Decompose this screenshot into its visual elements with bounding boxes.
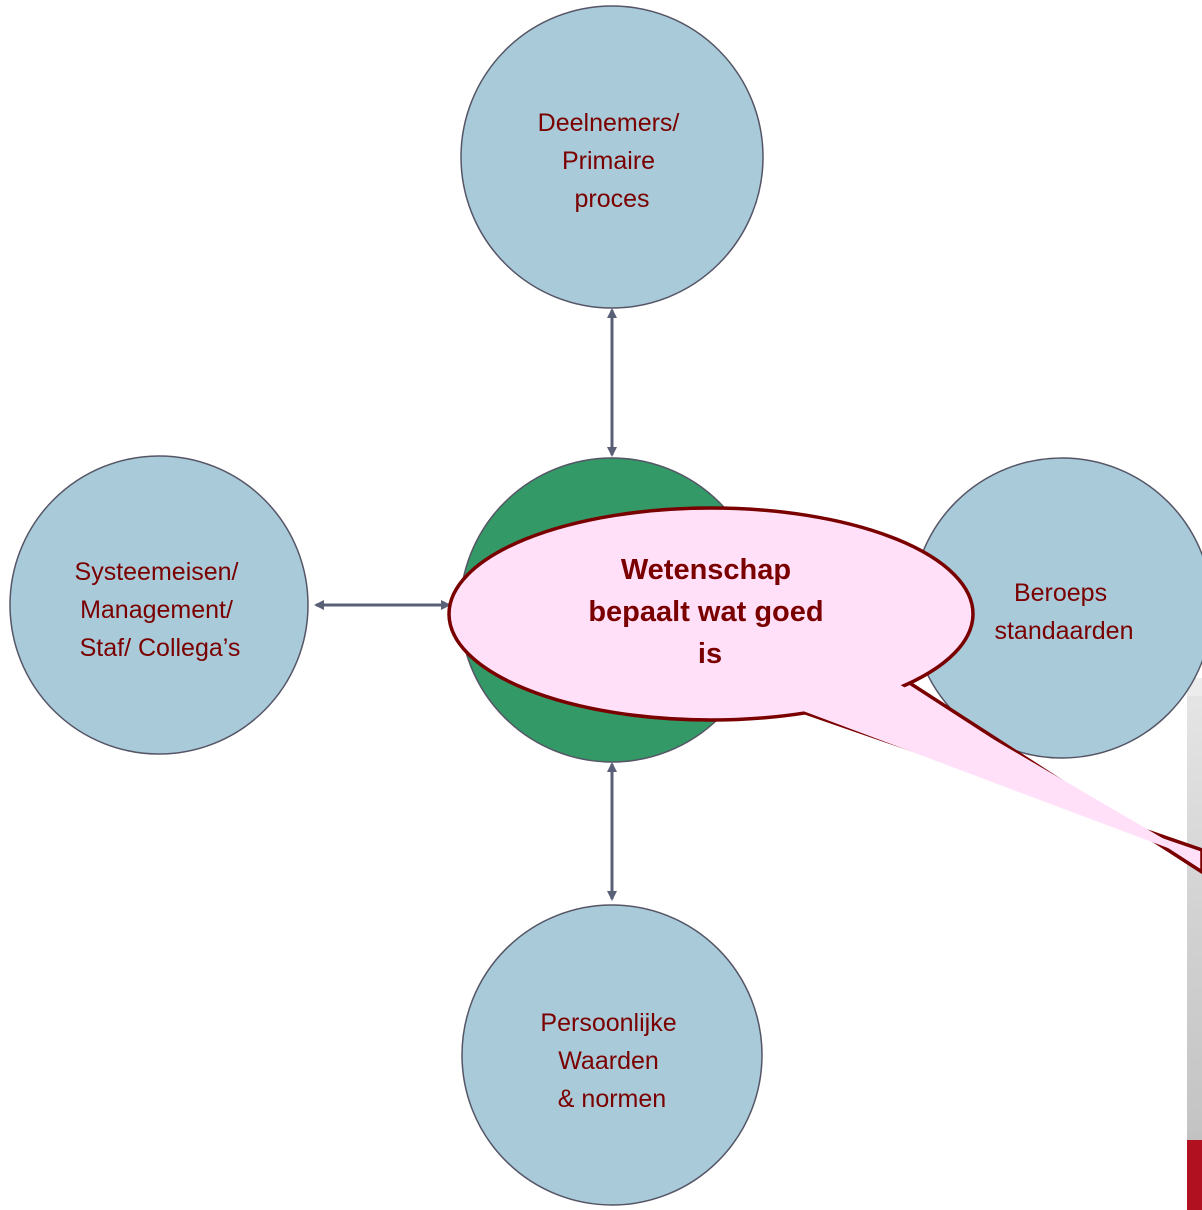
circle-top [460, 5, 764, 309]
node-bottom-line-1: Persoonlijke [540, 1009, 676, 1037]
node-left-line-2: Management/ [80, 596, 233, 624]
callout-line-3: is [698, 638, 722, 670]
callout-line-1: Wetenschap [621, 554, 791, 586]
node-bottom-label: Persoonlijke Waarden & normen [540, 1009, 683, 1113]
callout-line-2: bepaalt wat goed [588, 596, 823, 628]
node-right-line-2: standaarden [994, 617, 1133, 645]
node-top-line-2: Primaire [562, 147, 655, 175]
node-right-label: Beroeps standaarden [994, 579, 1133, 645]
callout-text: Wetenschap bepaalt wat goed is [588, 554, 831, 670]
photo-background [1187, 678, 1202, 1210]
node-right-line-1: Beroeps [1014, 579, 1107, 607]
node-bottom-line-3: & normen [558, 1085, 666, 1113]
node-left-line-1: Systeemeisen/ [75, 558, 239, 586]
node-bottom-line-2: Waarden [558, 1047, 659, 1075]
circle-bottom [461, 904, 763, 1206]
node-left-line-3: Staf/ Collega’s [80, 634, 241, 662]
callout-tail-joint [795, 683, 1200, 860]
node-top-line-3: proces [574, 185, 649, 213]
node-top-line-1: Deelnemers/ [538, 109, 680, 137]
photo-fragment [1187, 678, 1202, 1210]
node-left-label: Systeemeisen/ Management/ Staf/ Collega’… [75, 558, 246, 662]
callout-ellipse [447, 506, 975, 722]
photo-red-area [1187, 1140, 1202, 1210]
circle-left [9, 455, 309, 755]
node-top-label: Deelnemers/ Primaire proces [538, 109, 687, 213]
callout-bubble: Wetenschap bepaalt wat goed is [447, 506, 1202, 875]
